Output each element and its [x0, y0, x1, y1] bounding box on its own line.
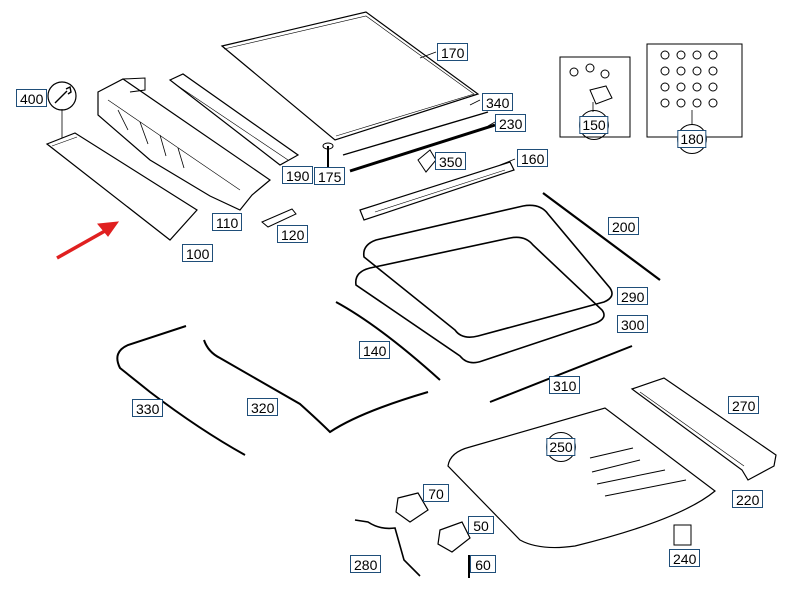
seal-290	[362, 204, 613, 338]
screw-175	[322, 142, 334, 168]
callout-300[interactable]: 300	[617, 315, 649, 333]
seal-300	[354, 236, 605, 364]
callout-330[interactable]: 330	[132, 399, 164, 417]
red-arrow	[56, 221, 120, 260]
callout-310[interactable]: 310	[549, 376, 581, 394]
callout-230[interactable]: 230	[495, 114, 527, 132]
callout-250[interactable]: 250	[546, 432, 576, 462]
callout-120[interactable]: 120	[277, 225, 309, 243]
callout-170[interactable]: 170	[437, 43, 469, 61]
callout-70[interactable]: 70	[423, 484, 449, 502]
front-bow-160	[359, 161, 515, 221]
frame-110	[97, 77, 271, 211]
callout-270[interactable]: 270	[728, 396, 760, 414]
callout-100[interactable]: 100	[182, 244, 214, 262]
wrench-icon	[47, 81, 77, 111]
plugs-180	[646, 43, 743, 138]
callout-280[interactable]: 280	[350, 555, 382, 573]
rail-190	[168, 73, 300, 166]
motor-70	[395, 492, 429, 523]
callout-110[interactable]: 110	[212, 213, 243, 231]
callout-200[interactable]: 200	[608, 217, 640, 235]
callout-350[interactable]: 350	[435, 152, 467, 170]
callout-150-label: 150	[579, 116, 609, 134]
module-240	[673, 524, 692, 546]
seal-230	[349, 123, 496, 173]
callout-150[interactable]: 150	[579, 110, 609, 140]
callout-340[interactable]: 340	[482, 93, 514, 111]
cable-320	[203, 339, 429, 434]
strip-200	[542, 192, 661, 281]
strip-340	[342, 111, 489, 156]
strip-310	[489, 345, 633, 403]
callout-180[interactable]: 180	[677, 124, 707, 154]
callout-290[interactable]: 290	[617, 287, 649, 305]
clip-120	[261, 208, 297, 228]
callout-180-label: 180	[677, 130, 707, 148]
callout-320[interactable]: 320	[247, 398, 279, 416]
callout-250-label: 250	[546, 438, 576, 456]
roof-panel-170	[220, 11, 480, 141]
cable-330	[116, 325, 246, 456]
harness-280	[354, 519, 421, 577]
callout-175[interactable]: 175	[314, 167, 346, 185]
headliner-250	[447, 407, 716, 549]
callout-240[interactable]: 240	[669, 549, 701, 567]
strip-140	[335, 301, 441, 381]
callout-160[interactable]: 160	[517, 149, 549, 167]
rail-270	[630, 377, 777, 481]
bracket-350	[417, 149, 437, 173]
callout-400[interactable]: 400	[16, 89, 48, 107]
callout-190[interactable]: 190	[282, 166, 314, 184]
motor-50	[437, 521, 471, 553]
callout-60[interactable]: 60	[470, 555, 496, 573]
panel-100	[45, 132, 198, 241]
callout-140[interactable]: 140	[359, 341, 391, 359]
callout-50[interactable]: 50	[468, 516, 494, 534]
callout-220[interactable]: 220	[732, 490, 764, 508]
